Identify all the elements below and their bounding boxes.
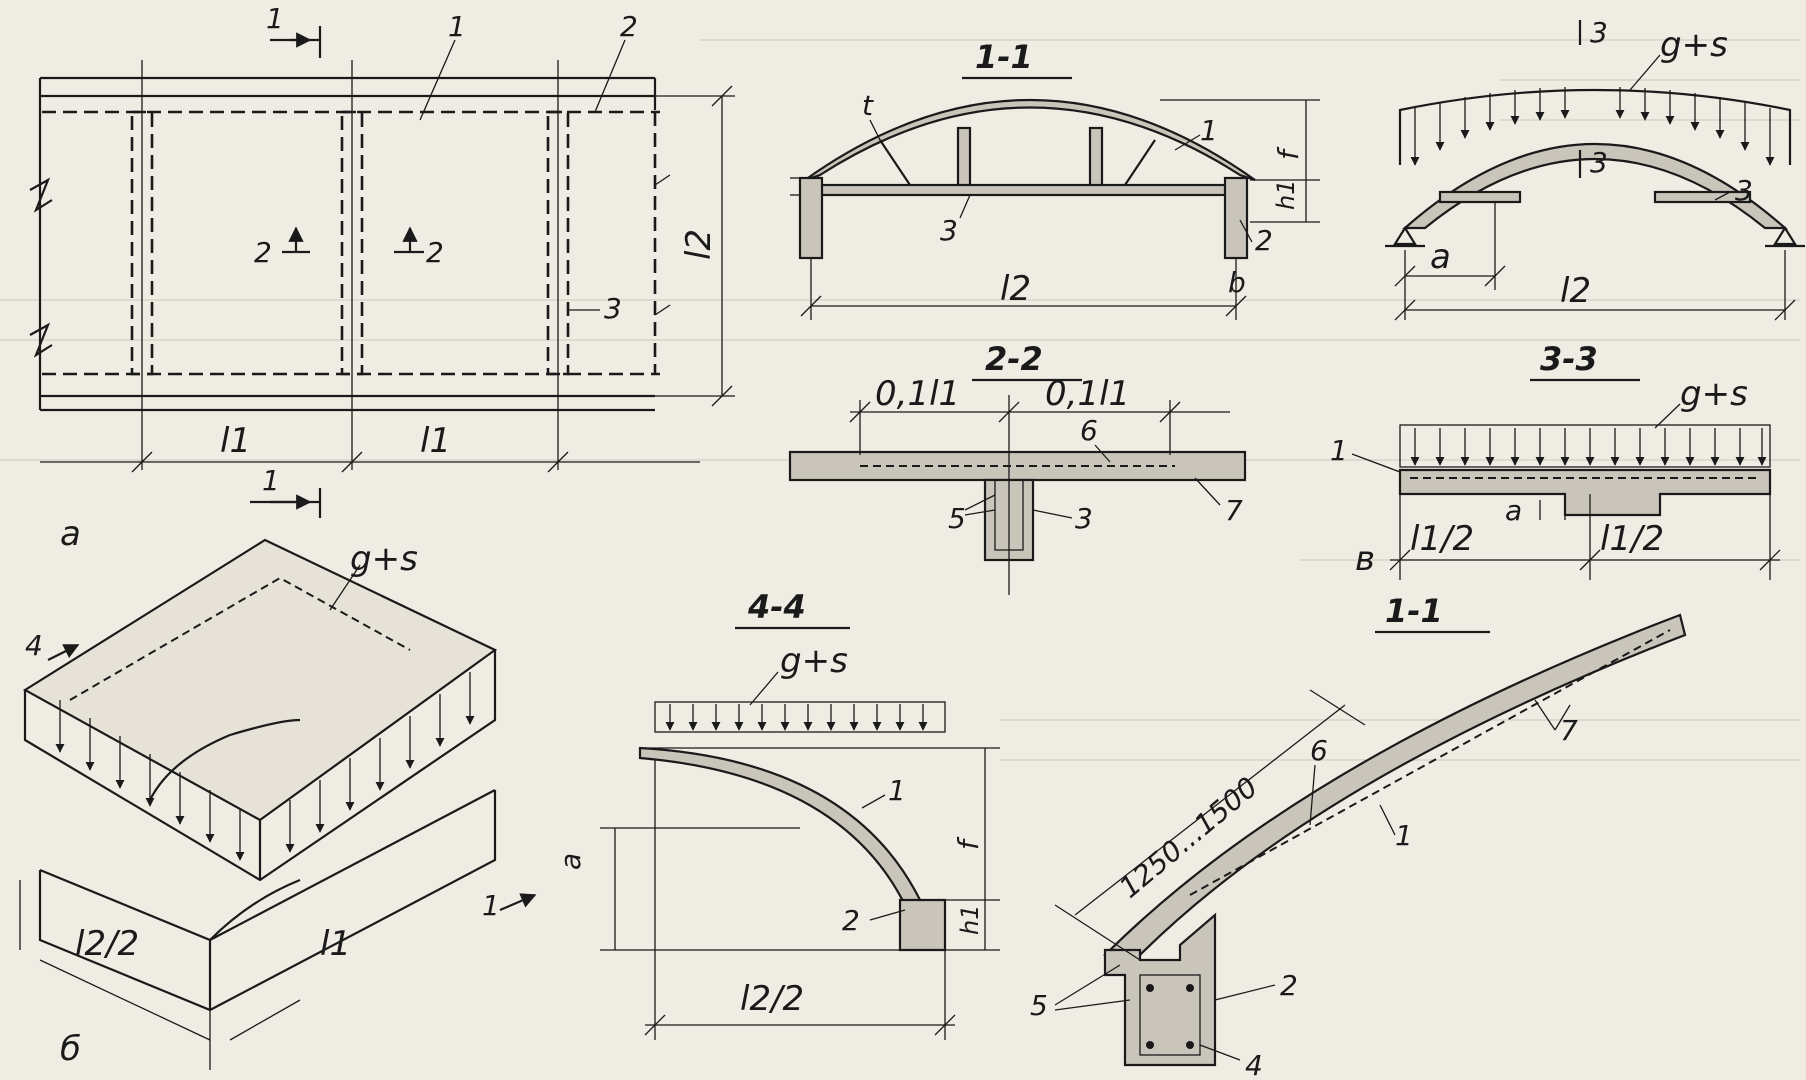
plan-view-a: l2 l1 l1 1 1 2 2 1 2 3 а <box>29 2 735 554</box>
leader-7-22: 7 <box>1225 494 1243 527</box>
load-arrows-44 <box>665 704 928 731</box>
section-1-1-detail: 1-1 1250...1500 6 7 1 2 5 4 <box>1030 592 1687 1080</box>
section-1-1-detail-title: 1-1 <box>1385 592 1443 630</box>
t-label: t <box>862 89 874 122</box>
half-left-l1-2: l1/2 <box>1410 519 1474 559</box>
leader-1-33: 1 <box>1330 434 1348 467</box>
span-l2-label-11: l2 <box>1000 269 1031 309</box>
half-span-l2-2-44: l2/2 <box>740 979 804 1019</box>
load-label-33: g+s <box>1680 374 1748 414</box>
dim-right-01l1: 0,1l1 <box>1045 374 1130 414</box>
load-label-iso: g+s <box>350 539 418 579</box>
load-arrows-iso <box>55 672 475 861</box>
section-1-1-title: 1-1 <box>975 38 1033 76</box>
section-mark-1-top: 1 <box>266 2 284 35</box>
f-label-44: f <box>952 836 985 850</box>
section-mark-1-bottom: 1 <box>262 464 280 497</box>
figure-letter-v: в <box>1355 539 1375 579</box>
leader-3-arch: 3 <box>1735 174 1753 207</box>
mark-1-iso: 1 <box>482 889 500 922</box>
figure-letter-b: б <box>60 1029 81 1069</box>
section-3-3: 3-3 g+s 1 a <box>1330 340 1781 580</box>
mark-4-iso: 4 <box>25 629 43 662</box>
span-l1-left-label: l1 <box>220 421 251 461</box>
half-right-l1-2: l1/2 <box>1600 519 1664 559</box>
leader-5-detail: 5 <box>1030 989 1048 1022</box>
leader-5-22: 5 <box>948 502 966 535</box>
load-label-44: g+s <box>780 641 848 681</box>
leader-2-11: 2 <box>1255 224 1273 257</box>
section-3-mark-top: 3 <box>1590 16 1608 49</box>
section-2-2: 2-2 0,1l1 0,1l1 6 7 5 3 <box>788 340 1247 595</box>
section-mark-2-right: 2 <box>426 236 444 269</box>
leader-2-detail: 2 <box>1280 969 1298 1002</box>
section-mark-2-left: 2 <box>254 236 272 269</box>
leader-3: 3 <box>604 292 622 325</box>
a-label-arch: a <box>1430 237 1451 277</box>
arch-load-label: g+s <box>1660 25 1728 65</box>
section-2-2-title: 2-2 <box>985 340 1043 378</box>
figure-letter-a: а <box>60 514 81 554</box>
isometric-view-b: l2/2 l1 g+s 4 1 б <box>19 538 537 1070</box>
span-l2-label: l2 <box>679 229 719 260</box>
leader-6-22: 6 <box>1080 414 1098 447</box>
section-3-mark-bottom: 3 <box>1590 146 1608 179</box>
dim-left-01l1: 0,1l1 <box>875 374 960 414</box>
section-1-1-top: 1-1 f h1 l2 t 1 2 3 <box>790 38 1320 320</box>
f-label: f <box>1272 146 1305 160</box>
load-arrows <box>1410 87 1775 166</box>
section-4-4-title: 4-4 <box>747 588 806 626</box>
leader-3-11: 3 <box>940 214 958 247</box>
section-4-4: 4-4 g+s f h1 a <box>554 588 1000 1040</box>
leader-4-detail: 4 <box>1245 1049 1263 1080</box>
leader-1-detail: 1 <box>1395 819 1413 852</box>
load-arrows-33 <box>1410 428 1767 466</box>
leader-3-22: 3 <box>1075 502 1093 535</box>
h1-label: h1 <box>1272 180 1300 210</box>
a-label-33: a <box>1505 494 1522 527</box>
h1-label-44: h1 <box>956 905 984 935</box>
half-span-l2-2-iso: l2/2 <box>75 924 139 964</box>
leader-7-detail: 7 <box>1560 714 1578 747</box>
leader-6-detail: 6 <box>1310 734 1328 767</box>
span-l2-label-arch: l2 <box>1560 271 1591 311</box>
leader-2-44: 2 <box>842 904 860 937</box>
section-3-3-title: 3-3 <box>1540 340 1598 378</box>
span-l1-right-label: l1 <box>420 421 451 461</box>
a-label-44: a <box>554 853 587 870</box>
leader-1-44: 1 <box>888 774 906 807</box>
leader-1-11: 1 <box>1200 114 1218 147</box>
span-l1-iso: l1 <box>320 924 351 964</box>
leader-2: 2 <box>620 10 638 43</box>
leader-1: 1 <box>448 10 466 43</box>
arch-load-diagram: 3 3 g+s 3 a l2 <box>1385 16 1805 321</box>
b-label: b <box>1228 266 1246 299</box>
